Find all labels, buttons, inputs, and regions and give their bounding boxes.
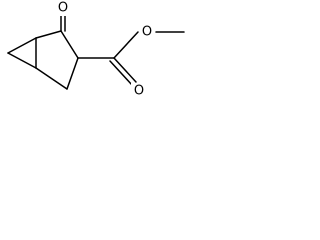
bond-c6-c2 [35,30,62,39]
chemical-structure: O O O [7,0,185,99]
bond-ester-carbonyl-b [109,60,133,86]
atom-labels: O O O [56,0,155,99]
bond-c2-c3 [60,30,79,59]
bond-cyclopropane-c1-c6 [7,37,37,54]
ester-oxygen-label: O [142,25,152,40]
bonds [7,13,185,90]
bond-ester-carbon-oxygen [113,31,139,59]
bond-cyclopropane-c1-c5 [7,52,37,69]
carbonyl-oxygen-label: O [134,84,144,99]
bond-ester-carbonyl-a [113,57,137,83]
bond-c4-c5 [35,67,68,90]
bond-c3-c4 [66,57,79,90]
ketone-oxygen-label: O [58,1,68,16]
